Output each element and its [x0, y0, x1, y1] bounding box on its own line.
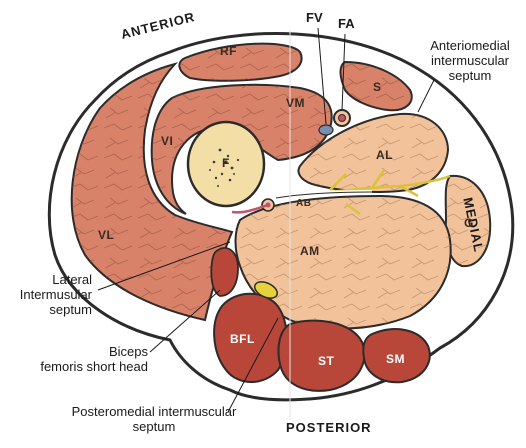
label-bfl: BFL [230, 332, 255, 346]
label-vi: VI [161, 134, 173, 148]
callout-lateral-line1: Lateral [6, 272, 92, 287]
label-sm: SM [386, 352, 405, 366]
femoral-vein [319, 125, 333, 135]
callout-posteromedial-line2: septum [36, 419, 272, 434]
label-g: G [464, 216, 474, 230]
callout-anteromedial-septum: Anteriomedial intermuscular septum [418, 38, 522, 83]
label-posterior: POSTERIOR [286, 420, 372, 435]
callout-anteromedial-line1: Anteriomedial [418, 38, 522, 53]
label-vm: VM [286, 96, 305, 110]
callout-anteromedial-line3: septum [418, 68, 522, 83]
callout-posteromedial-line1: Posteromedial intermuscular [36, 404, 272, 419]
label-fa: FA [338, 16, 355, 31]
callout-biceps-line1: Biceps [20, 344, 148, 359]
label-f: F [222, 156, 230, 170]
callout-lateral-line2: Intermusular [6, 287, 92, 302]
callout-posteromedial-septum: Posteromedial intermuscular septum [36, 404, 272, 434]
label-vl: VL [98, 228, 114, 242]
callout-lateral-line3: septum [6, 302, 92, 317]
label-s: S [373, 80, 382, 94]
label-fv: FV [306, 10, 323, 25]
callout-biceps-short-head: Biceps femoris short head [20, 344, 148, 374]
label-al: AL [376, 148, 393, 162]
label-am: AM [300, 244, 320, 258]
callout-lateral-septum: Lateral Intermusular septum [6, 272, 92, 317]
callout-biceps-line2: femoris short head [20, 359, 148, 374]
label-ab: AB [296, 198, 311, 209]
label-re: RF [220, 44, 237, 58]
label-st: ST [318, 354, 334, 368]
callout-anteromedial-line2: intermuscular [418, 53, 522, 68]
